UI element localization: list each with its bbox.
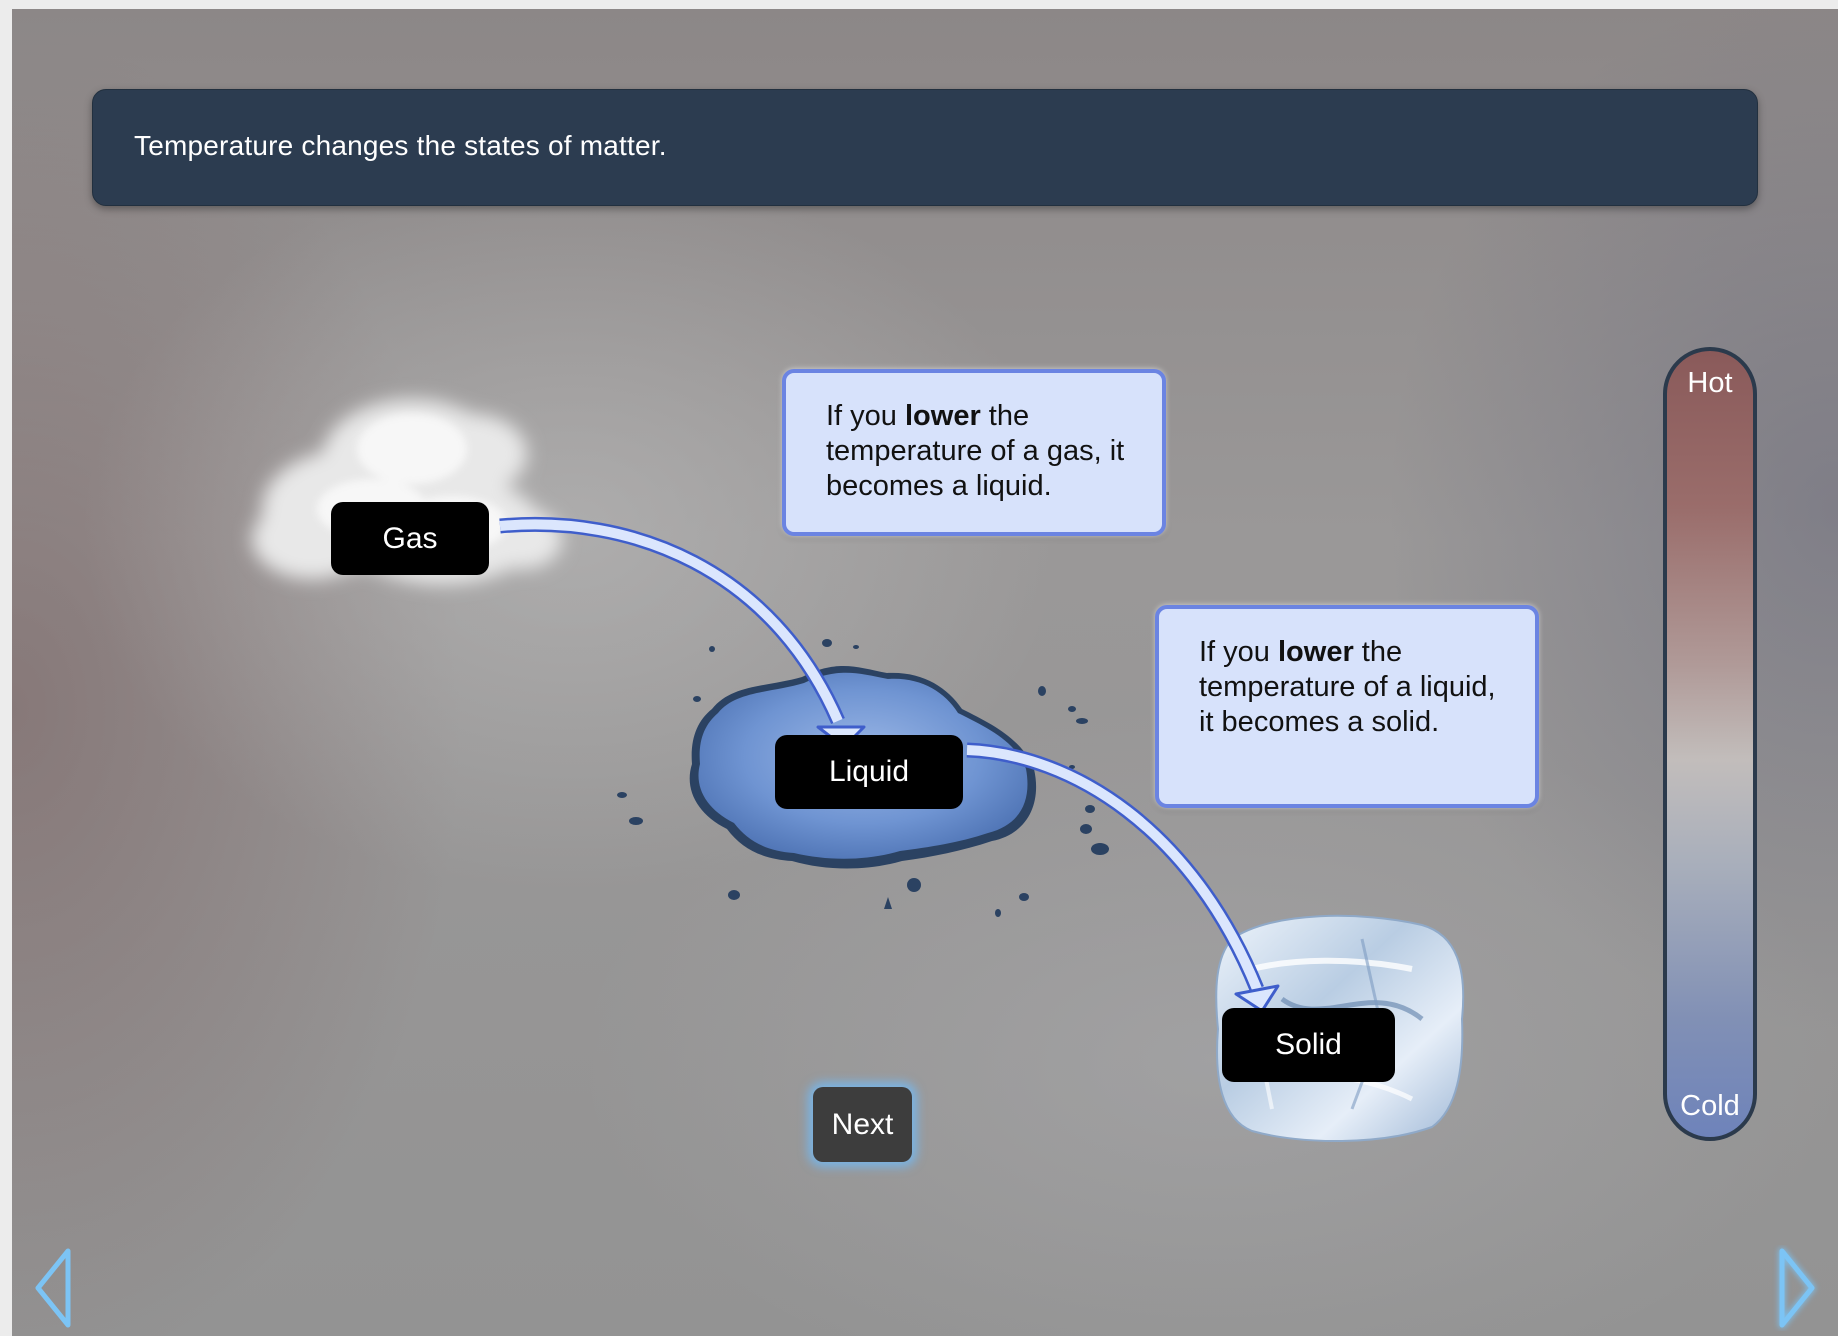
next-button[interactable]: Next xyxy=(813,1087,912,1162)
slide-stage: Temperature changes the states of matter… xyxy=(12,9,1838,1336)
gas-label[interactable]: Gas xyxy=(331,502,489,575)
liquid-to-solid-arrow xyxy=(966,742,1280,1013)
callout-2-suffix: the temperature of a liquid, it becomes … xyxy=(1199,636,1496,738)
callout-2-bold: lower xyxy=(1278,636,1354,668)
callout-gas-to-liquid: If you lower the temperature of a gas, i… xyxy=(782,369,1166,536)
gas-to-liquid-arrow xyxy=(499,516,866,749)
banner-text: Temperature changes the states of matter… xyxy=(134,130,667,161)
callout-2-prefix: If you xyxy=(1199,636,1278,668)
temperature-scale: Hot Cold xyxy=(1663,347,1757,1141)
transition-arrows xyxy=(499,516,1280,1013)
callout-1-prefix: If you xyxy=(826,400,905,432)
liquid-label[interactable]: Liquid xyxy=(775,735,963,809)
callout-liquid-to-solid: If you lower the temperature of a liquid… xyxy=(1155,605,1539,808)
solid-label[interactable]: Solid xyxy=(1222,1008,1395,1082)
callout-1-suffix: the temperature of a gas, it becomes a l… xyxy=(826,400,1125,502)
chevron-left-icon[interactable] xyxy=(32,1245,76,1331)
callout-1-bold: lower xyxy=(905,400,981,432)
chevron-right-icon[interactable] xyxy=(1772,1245,1822,1331)
cold-label: Cold xyxy=(1680,1090,1740,1122)
hot-label: Hot xyxy=(1687,367,1733,399)
title-banner: Temperature changes the states of matter… xyxy=(92,89,1758,206)
